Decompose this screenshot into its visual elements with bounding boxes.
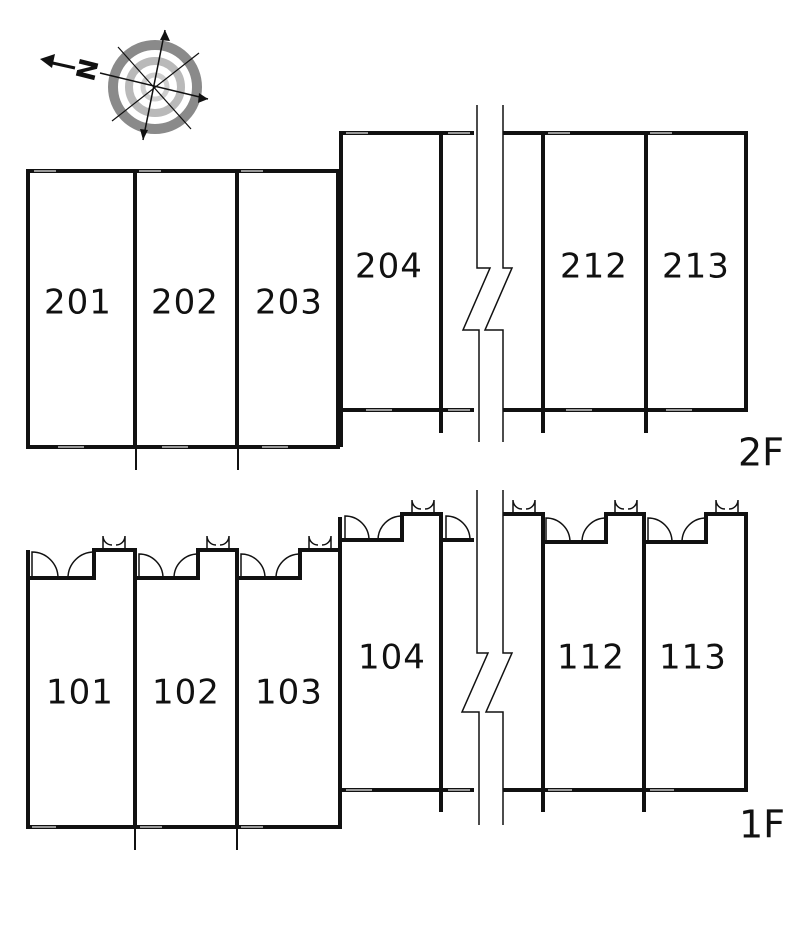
compass-icon xyxy=(40,29,209,141)
unit-label-103: 103 xyxy=(255,673,323,713)
unit-label-202: 202 xyxy=(151,283,219,323)
unit-label-201: 201 xyxy=(44,283,112,323)
floor-label-2f: 2F xyxy=(738,431,784,475)
unit-label-112: 112 xyxy=(557,638,625,678)
unit-label-203: 203 xyxy=(255,283,323,323)
floor-label-1f: 1F xyxy=(739,803,785,847)
unit-label-101: 101 xyxy=(46,673,114,713)
unit-label-212: 212 xyxy=(560,247,628,287)
first-floor xyxy=(26,499,748,850)
first-floor-break-symbol xyxy=(460,490,514,825)
unit-label-104: 104 xyxy=(358,638,426,678)
compass-north-label: N xyxy=(71,56,105,84)
unit-label-213: 213 xyxy=(662,247,730,287)
unit-label-102: 102 xyxy=(152,673,220,713)
second-floor-break-symbol xyxy=(461,105,514,442)
second-floor xyxy=(26,131,748,470)
unit-label-204: 204 xyxy=(355,247,423,287)
unit-label-113: 113 xyxy=(659,638,727,678)
